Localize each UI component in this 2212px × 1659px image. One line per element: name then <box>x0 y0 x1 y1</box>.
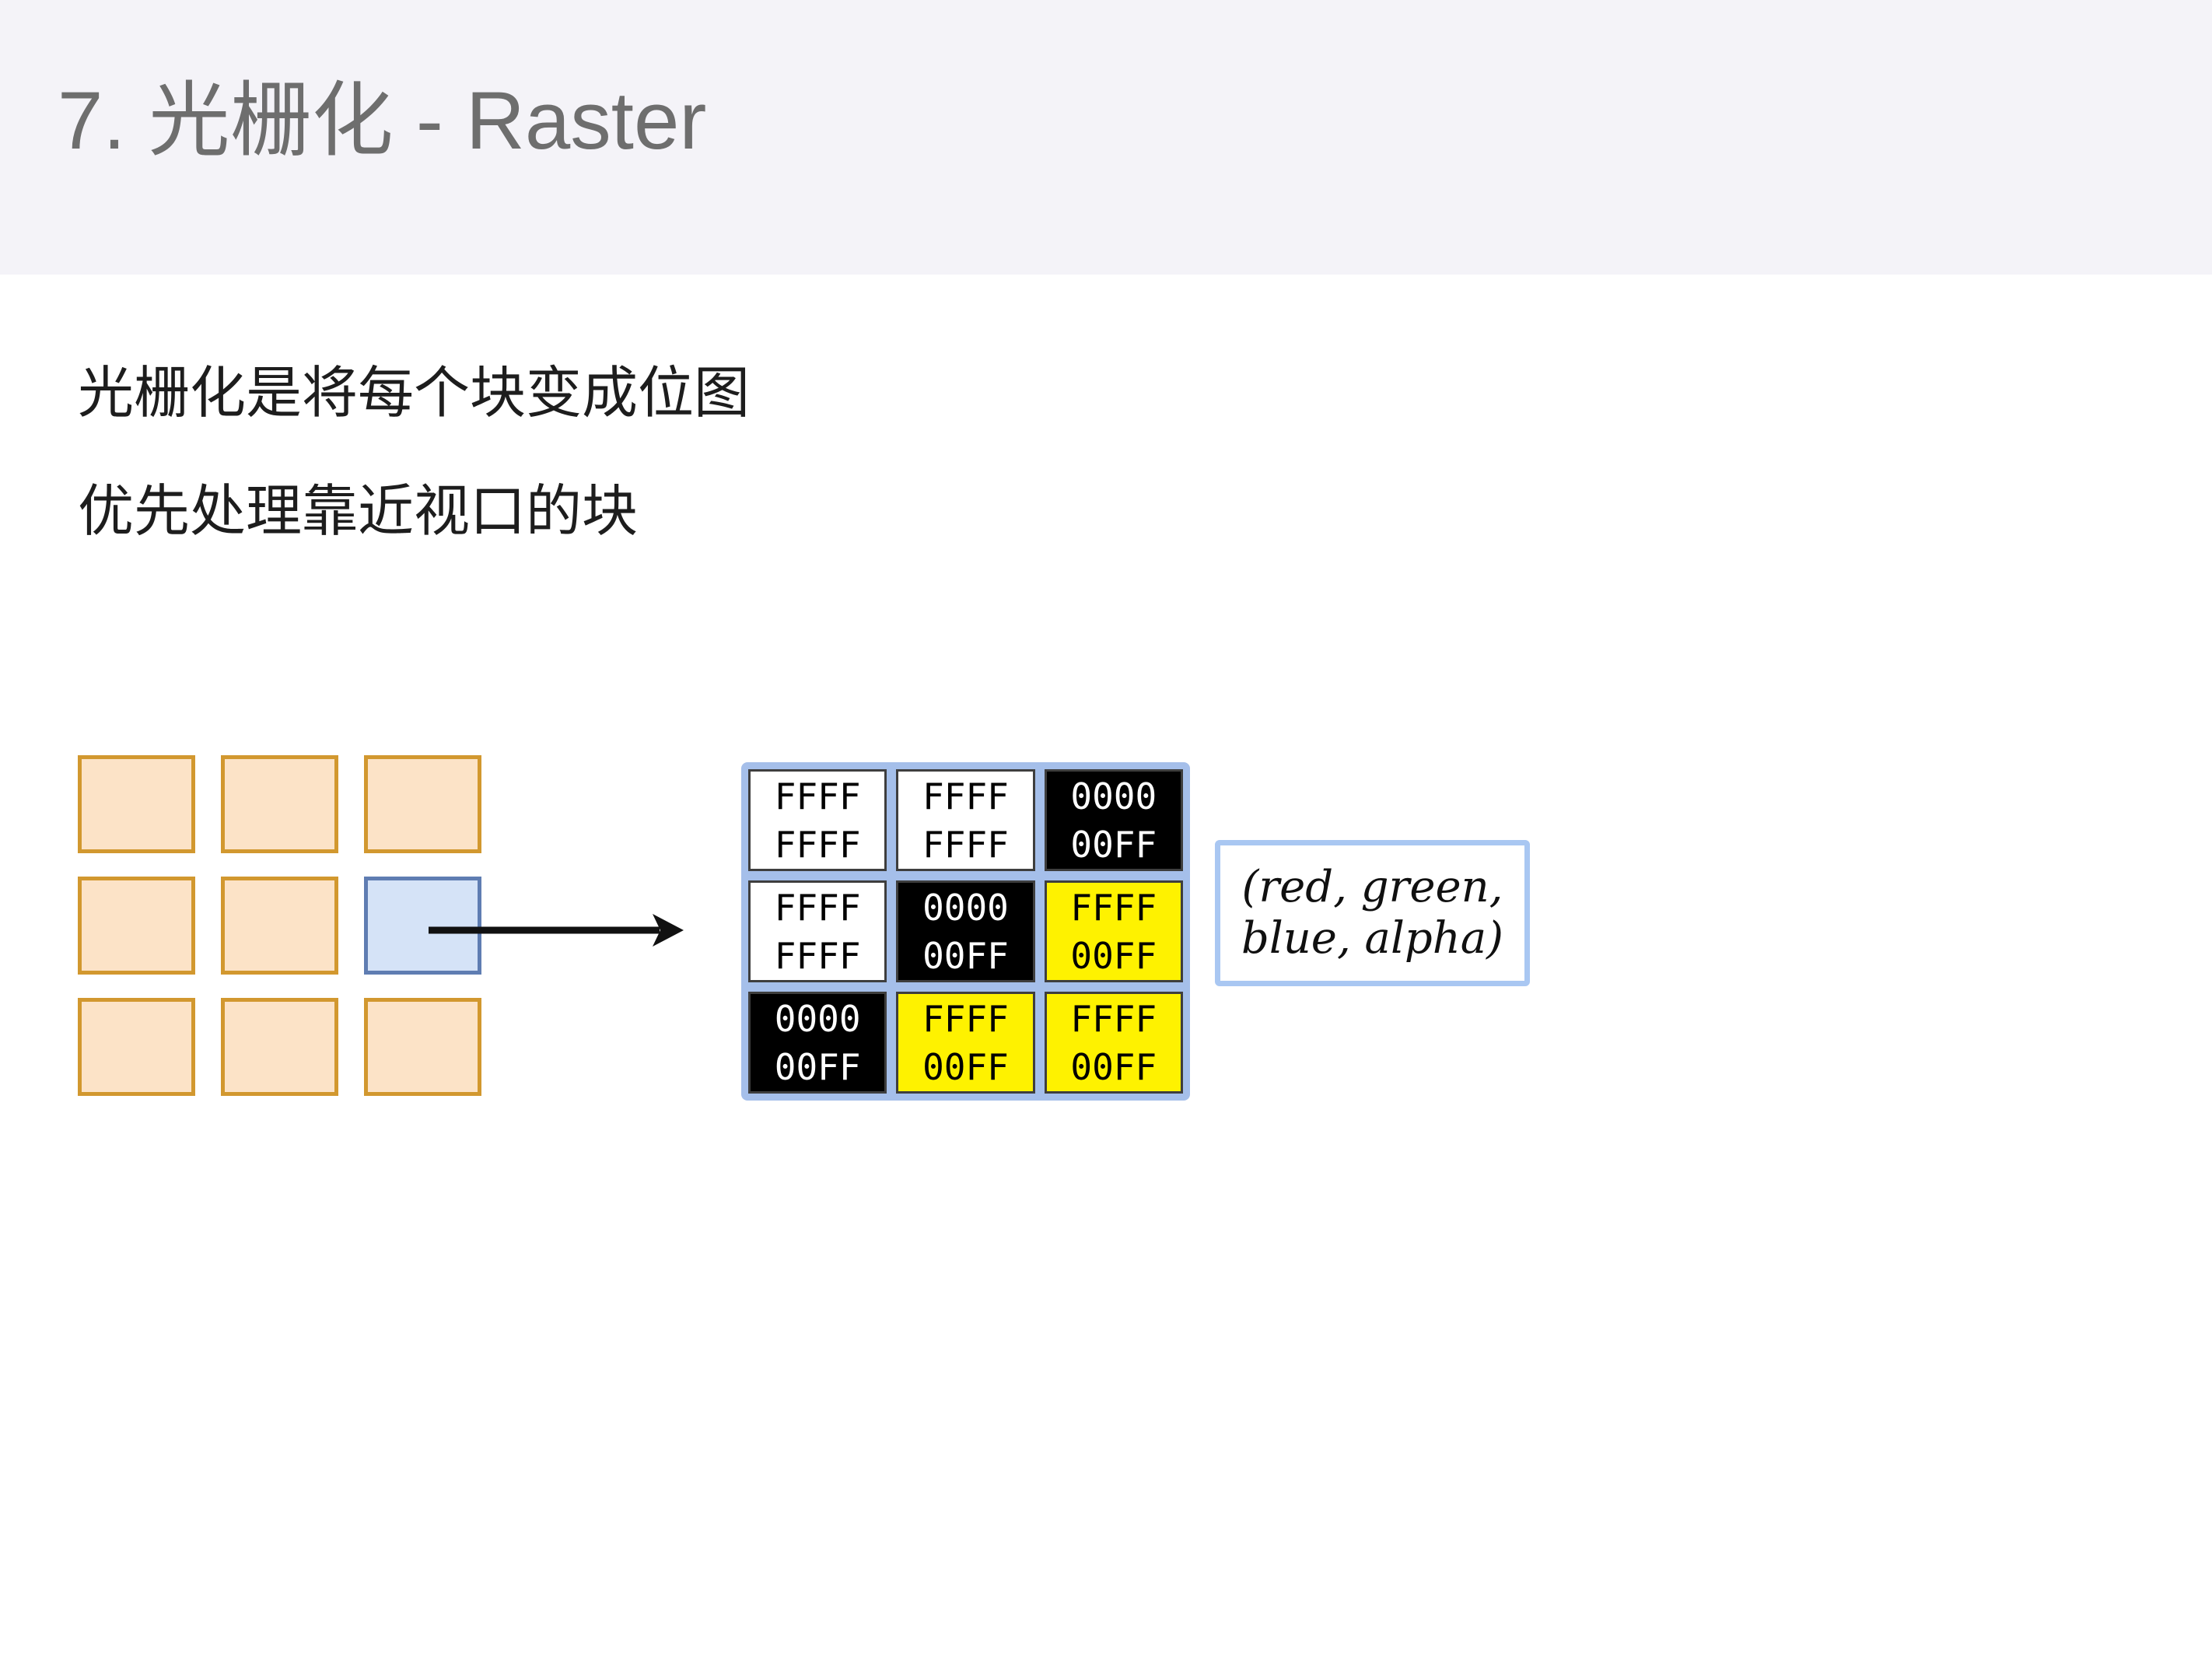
hex-value: 00FF <box>774 1045 861 1088</box>
tile <box>221 998 338 1096</box>
tile <box>78 755 195 853</box>
hex-value: FFFF <box>922 997 1009 1040</box>
hex-value: FFFF <box>774 934 861 977</box>
tile <box>78 877 195 975</box>
rgba-label-line-1: (red, green, <box>1241 861 1503 912</box>
hex-value: 0000 <box>774 997 861 1040</box>
hex-value: FFFF <box>774 775 861 817</box>
page-title: 7. 光栅化 - Raster <box>58 75 707 166</box>
hex-value: FFFF <box>774 823 861 866</box>
hex-value: 0000 <box>1070 775 1157 817</box>
hex-value: 00FF <box>922 934 1009 977</box>
tile <box>221 877 338 975</box>
hex-value: 00FF <box>1070 1045 1157 1088</box>
body-text-line-1: 光栅化是将每个块变成位图 <box>78 360 751 425</box>
tile-grid <box>78 755 481 1096</box>
bitmap-cell: FFFF 00FF <box>1044 992 1183 1094</box>
hex-value: FFFF <box>774 886 861 929</box>
bitmap-cell: 0000 00FF <box>896 880 1035 982</box>
hex-value: 00FF <box>1070 934 1157 977</box>
rgba-label-box: (red, green, blue, alpha) <box>1215 840 1530 986</box>
bitmap-cell: FFFF 00FF <box>1044 880 1183 982</box>
bitmap-cell: FFFF FFFF <box>748 880 887 982</box>
hex-value: FFFF <box>922 823 1009 866</box>
hex-value: 00FF <box>922 1045 1009 1088</box>
tile <box>364 755 481 853</box>
bitmap-cell: 0000 00FF <box>1044 769 1183 871</box>
hex-value: FFFF <box>1070 886 1157 929</box>
hex-value: FFFF <box>1070 997 1157 1040</box>
body-text-line-2: 优先处理靠近视口的块 <box>78 478 639 544</box>
hex-value: FFFF <box>922 775 1009 817</box>
bitmap-cell: 0000 00FF <box>748 992 887 1094</box>
bitmap-cell: FFFF 00FF <box>896 992 1035 1094</box>
header-band <box>0 0 2212 275</box>
right-arrow-icon <box>429 914 684 947</box>
bitmap-cell: FFFF FFFF <box>748 769 887 871</box>
hex-value: 00FF <box>1070 823 1157 866</box>
bitmap-grid: FFFF FFFF FFFF FFFF 0000 00FF FFFF FFFF … <box>741 762 1190 1101</box>
hex-value: 0000 <box>922 886 1009 929</box>
tile <box>364 998 481 1096</box>
tile <box>221 755 338 853</box>
tile-highlighted <box>364 877 481 975</box>
rgba-label-line-2: blue, alpha) <box>1241 913 1503 964</box>
tile <box>78 998 195 1096</box>
bitmap-cell: FFFF FFFF <box>896 769 1035 871</box>
